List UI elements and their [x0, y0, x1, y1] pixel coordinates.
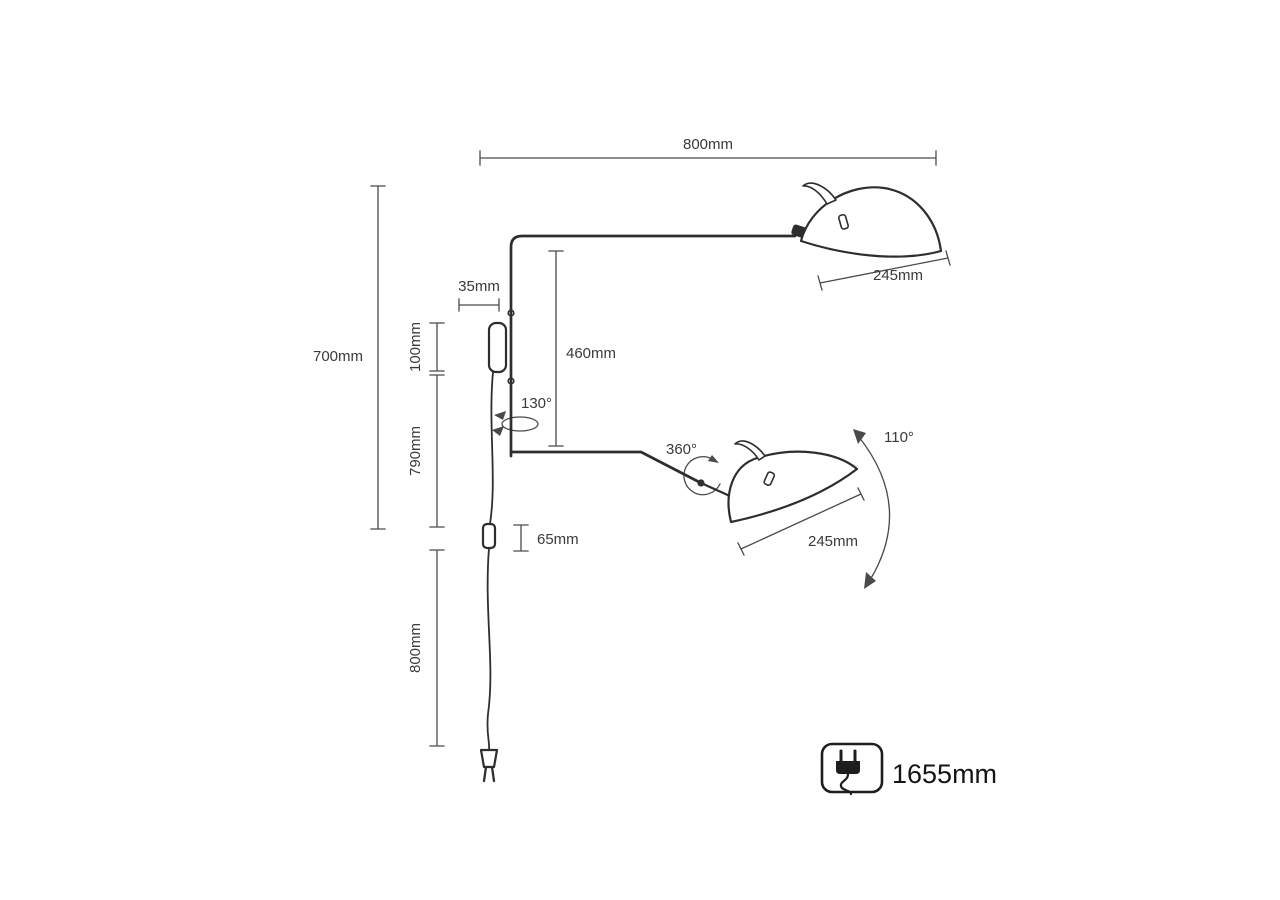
dim-lower-shade-label: 245mm [808, 533, 858, 550]
dim-upper-shade-width: 245mm [817, 250, 951, 291]
lower-shade-fin [734, 440, 766, 461]
arm-sweep-arrow-top-icon [853, 429, 866, 444]
dim-upper-arm-drop: 460mm [548, 250, 616, 447]
dim-upper-arm-drop-label: 460mm [566, 345, 616, 362]
plug-icon-prongs [839, 749, 857, 763]
inline-switch [481, 522, 497, 550]
arm-sweep-arc [858, 436, 891, 581]
wall-bracket [487, 321, 508, 374]
pole-and-upper-arm [509, 234, 797, 458]
dim-overall-height-line [370, 185, 386, 530]
dim-switch-length-line [513, 524, 529, 552]
plug-pins [482, 765, 496, 783]
arm-sweep-arrow-bottom-icon [864, 572, 876, 589]
dim-overall-height-label: 700mm [313, 348, 363, 365]
plug-body [479, 748, 499, 769]
dim-cord-drop-label: 800mm [407, 623, 424, 673]
swivel-rotation-ellipse [501, 416, 539, 432]
dim-arm-span: 800mm [479, 136, 937, 166]
dim-mid-section-height: 790mm [407, 374, 445, 528]
dim-upper-shade-line [817, 250, 951, 291]
dim-upper-arm-drop-line [548, 250, 564, 447]
angle-swivel-130: 130° [492, 395, 552, 436]
dim-bracket-height-line [429, 322, 445, 372]
dim-wall-offset: 35mm [458, 278, 500, 312]
angle-swivel-label: 130° [521, 395, 552, 412]
dim-bracket-height: 100mm [407, 322, 445, 372]
upper-shade-socket [837, 213, 849, 230]
lower-shade-body [727, 450, 859, 524]
dim-cord-drop: 800mm [407, 549, 445, 747]
power-cord-upper [489, 371, 494, 525]
dim-wall-offset-label: 35mm [458, 278, 500, 295]
cable-length-spec: 1655mm [820, 742, 997, 796]
swivel-arrow-up-icon [494, 411, 506, 420]
angle-arm-sweep-label: 110° [884, 429, 914, 446]
head-rotation-arrow-icon [708, 455, 719, 463]
swivel-arrow-down-icon [492, 426, 504, 436]
dim-overall-height: 700mm [313, 185, 386, 530]
dim-mid-section-label: 790mm [407, 426, 424, 476]
dim-lower-shade-width: 245mm [737, 487, 865, 556]
lower-arm [509, 450, 703, 485]
head-rotation-arc [683, 456, 721, 496]
lower-shade-socket [763, 471, 776, 487]
power-plug [479, 748, 499, 783]
dim-switch-length-label: 65mm [537, 531, 579, 548]
angle-arm-sweep-110: 110° [853, 429, 914, 589]
plug-icon-body [836, 761, 860, 774]
angle-head-rotation-label: 360° [666, 441, 697, 458]
dim-wall-offset-line [458, 298, 500, 312]
cable-length-label: 1655mm [892, 759, 997, 789]
dim-mid-section-line [429, 374, 445, 528]
dim-arm-span-label: 800mm [683, 136, 733, 153]
power-cord-lower [486, 547, 492, 751]
dim-upper-shade-label: 245mm [873, 267, 923, 284]
upper-shade-fin [802, 182, 837, 205]
dim-bracket-height-label: 100mm [407, 322, 424, 372]
dim-arm-span-line [479, 150, 937, 166]
plug-icon-cord [839, 772, 853, 796]
dim-cord-drop-line [429, 549, 445, 747]
dim-switch-length: 65mm [513, 524, 579, 552]
upper-lampshade [791, 182, 943, 258]
lower-lampshade [727, 440, 859, 524]
dim-lower-shade-line [737, 487, 865, 556]
power-plug-icon [836, 749, 860, 796]
angle-head-rotation-360: 360° [666, 441, 721, 496]
